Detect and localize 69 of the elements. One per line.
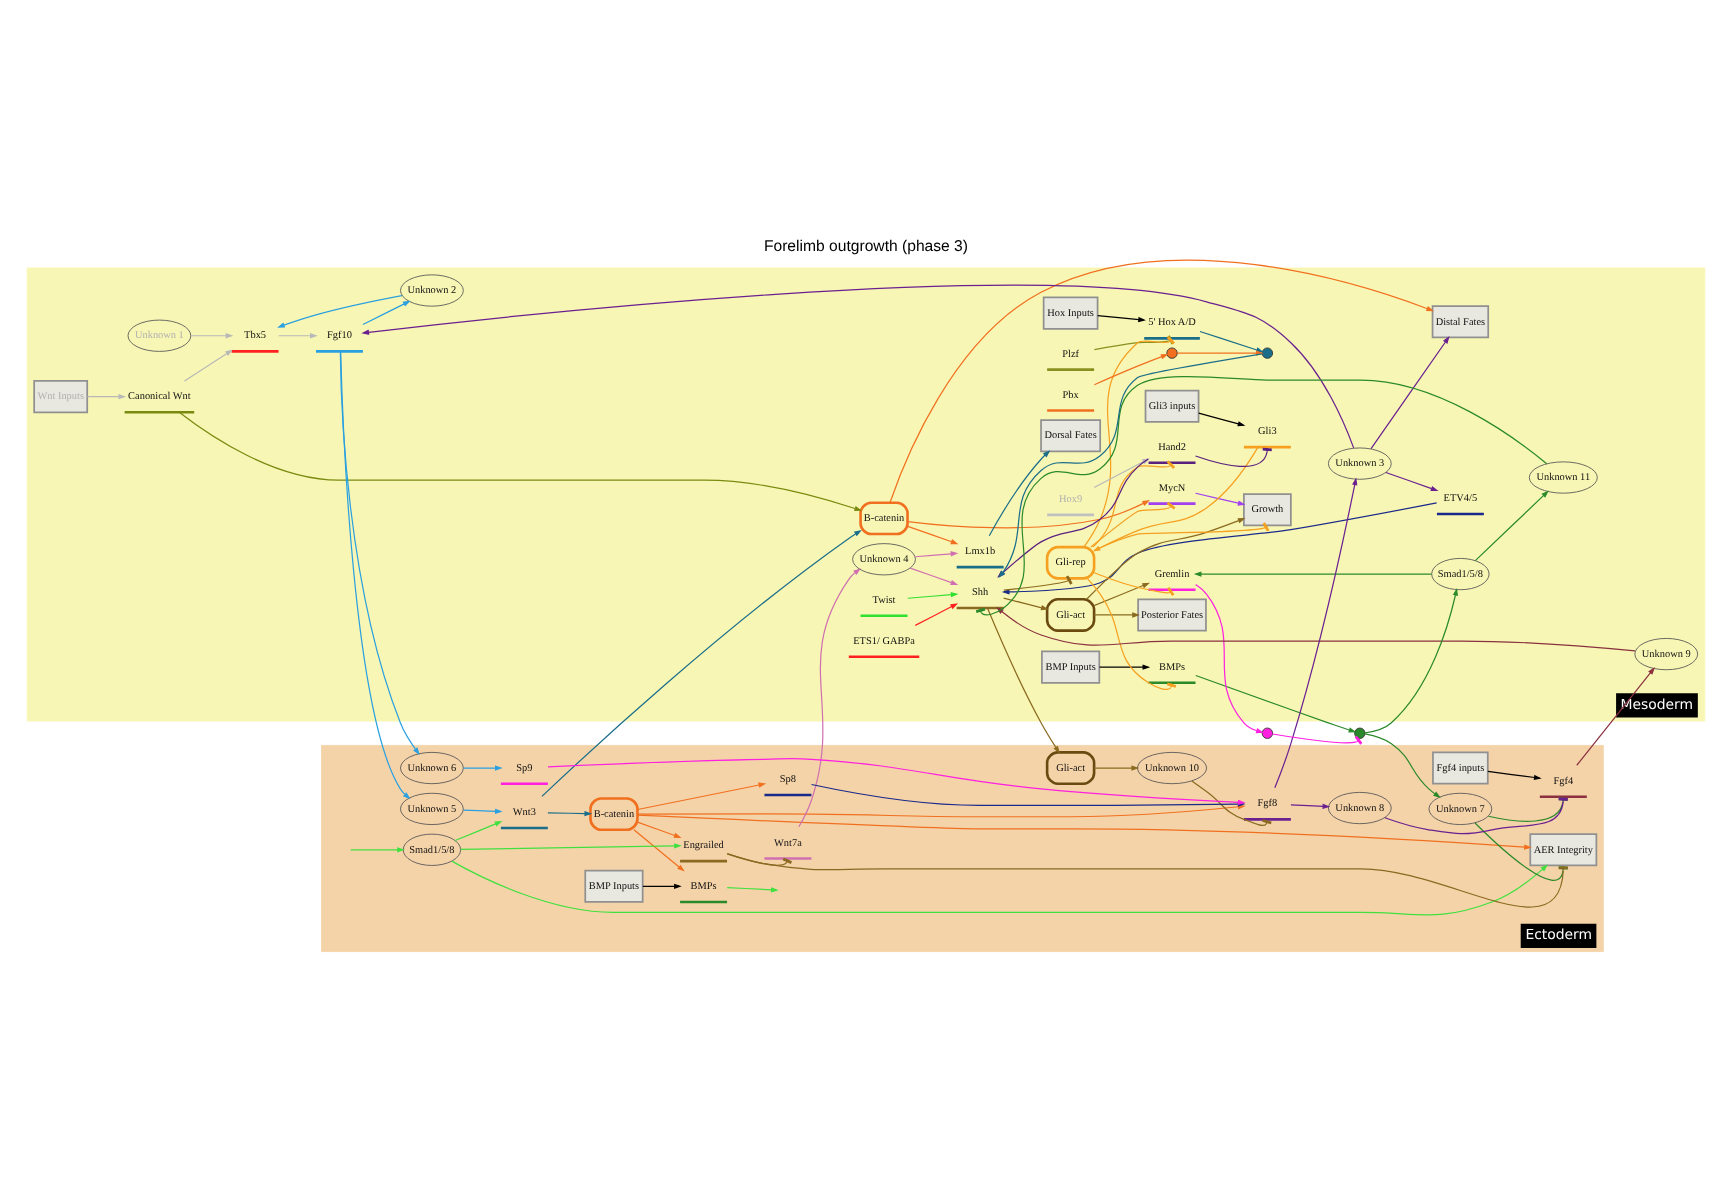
arrow <box>1093 581 1150 606</box>
arrow <box>278 332 318 338</box>
arrow <box>1487 769 1542 780</box>
arrow <box>1195 673 1357 732</box>
arrow <box>642 882 682 888</box>
arrow <box>909 566 959 584</box>
arrow <box>361 283 1355 448</box>
arrow <box>906 499 1150 528</box>
arrow <box>1290 802 1331 808</box>
arrow <box>1097 314 1146 322</box>
arrow <box>190 332 234 338</box>
node-circle <box>1166 346 1178 358</box>
connector <box>726 852 1568 907</box>
arrow <box>1274 476 1358 788</box>
arrow <box>914 550 959 557</box>
connector <box>1384 796 1568 834</box>
arrow <box>1198 411 1246 426</box>
connector <box>1003 574 1073 590</box>
arrow <box>1093 611 1140 617</box>
arrow <box>460 842 682 849</box>
arrow <box>362 299 411 325</box>
connector <box>1474 821 1568 880</box>
arrow <box>1003 596 1049 610</box>
arrow <box>339 349 420 754</box>
arrow <box>277 294 403 327</box>
arrow <box>454 820 503 841</box>
arrow <box>1093 353 1169 385</box>
connector <box>726 852 792 865</box>
node-circle <box>1354 726 1366 738</box>
arrow <box>1364 586 1458 733</box>
arrow <box>451 859 1549 915</box>
arrow <box>1195 582 1264 733</box>
arrow <box>637 781 767 810</box>
arrow <box>350 846 405 852</box>
arrow <box>1098 663 1151 669</box>
arrow <box>86 392 127 399</box>
arrow <box>636 813 1532 849</box>
arrow <box>988 449 1051 536</box>
arrow <box>633 828 685 871</box>
arrow <box>726 885 779 892</box>
arrow <box>462 764 503 770</box>
node-circle <box>1261 346 1274 358</box>
arrow <box>183 348 233 381</box>
arrow <box>1474 489 1549 561</box>
arrow <box>1576 666 1656 765</box>
arrow <box>1086 517 1246 599</box>
arrow <box>1370 335 1450 449</box>
arrow <box>889 258 1435 503</box>
connector <box>1093 521 1270 551</box>
arrow <box>1385 470 1439 490</box>
connector <box>1191 779 1272 826</box>
arrow <box>462 807 503 813</box>
connector <box>1194 446 1272 466</box>
arrow <box>1193 570 1432 576</box>
connector <box>1487 796 1568 821</box>
arrow <box>178 410 863 510</box>
arrow <box>1092 445 1259 551</box>
node-circle <box>1261 726 1274 738</box>
arrow <box>1194 491 1246 505</box>
arrow <box>907 524 959 544</box>
arrow <box>547 809 593 816</box>
arrow <box>907 591 959 598</box>
arrow <box>1364 732 1441 798</box>
arrow <box>541 529 862 797</box>
arrow <box>798 567 861 827</box>
diagram-title: Forelimb outgrowth (phase 3) <box>763 236 969 255</box>
arrow <box>1093 764 1140 770</box>
arrow <box>636 820 682 837</box>
arrow <box>914 602 959 625</box>
